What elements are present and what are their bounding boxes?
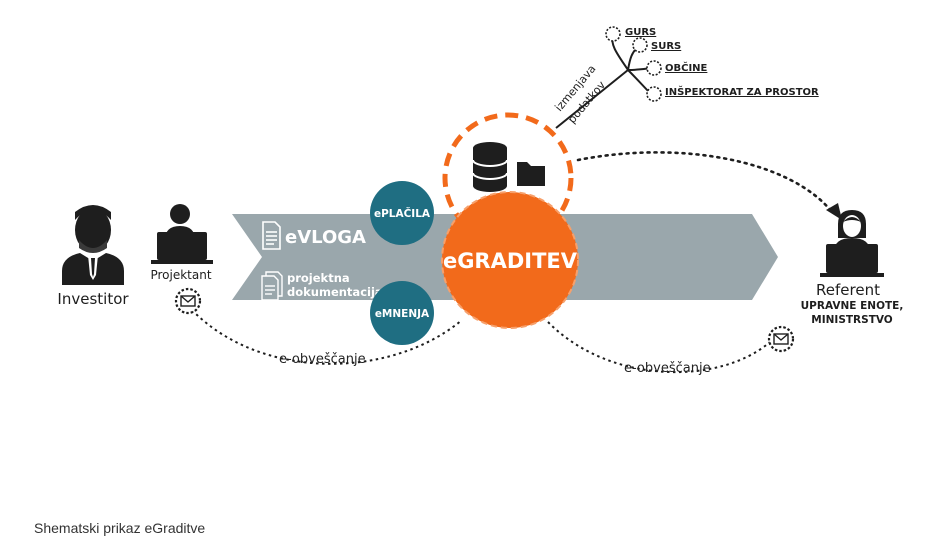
data-flow-path (576, 151, 834, 214)
source-inspektorat: INŠPEKTORAT ZA PROSTOR (665, 85, 819, 98)
notification-label-left: e-obveščanje (279, 352, 366, 367)
document-icon (262, 221, 281, 250)
folder-icon (517, 162, 545, 186)
referent-icon (820, 210, 884, 277)
exchange-nodes (605, 26, 662, 102)
evloga-label: eVLOGA (285, 227, 366, 248)
mail-icon-right (767, 325, 795, 353)
database-icon (472, 142, 508, 192)
referent-sub-line1: UPRAVNE ENOTE, (801, 300, 904, 312)
notification-label-right: e-obveščanje (624, 361, 711, 376)
egraditev-hub (441, 191, 579, 329)
figure-caption: Shematski prikaz eGraditve (34, 520, 206, 536)
emnenja-label: eMNENJA (375, 308, 430, 320)
emnenja-badge (370, 281, 434, 345)
projektant-icon (151, 204, 213, 264)
source-obcine: OBČINE (665, 61, 708, 74)
projektna-label-line2: dokumentacija (287, 285, 383, 299)
exchange-line (555, 69, 629, 129)
projektant-label: Projektant (150, 268, 211, 282)
investitor-label: Investitor (57, 290, 129, 308)
source-gurs: GURS (625, 27, 656, 38)
mail-icon-left (174, 287, 202, 315)
investitor-icon (62, 205, 124, 285)
eplacila-label: ePLAČILA (374, 207, 431, 220)
hub-label: eGRADITEV (443, 249, 578, 273)
projektna-label-line1: projektna (287, 271, 350, 285)
referent-label: Referent (816, 281, 880, 299)
referent-sub-line2: MINISTRSTVO (811, 314, 893, 326)
notification-path-left (191, 309, 463, 365)
documents-stack-icon (261, 271, 283, 301)
source-surs: SURS (651, 41, 681, 52)
eplacila-badge (370, 181, 434, 245)
data-flow-arrowhead (826, 203, 842, 220)
